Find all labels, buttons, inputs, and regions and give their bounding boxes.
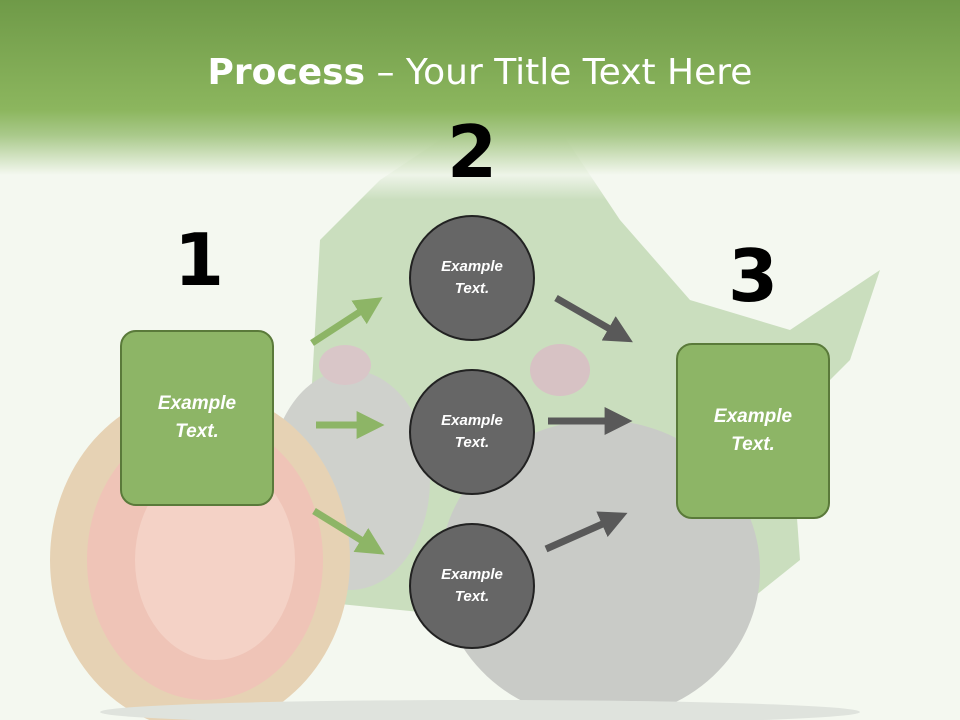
step-1-text: Example Text.	[157, 392, 237, 443]
title-bar	[0, 0, 960, 200]
arrow-icon-top-to-3	[554, 294, 633, 343]
circle-middle-text: Example Text.	[441, 411, 503, 452]
circle-top-text: Example Text.	[441, 257, 503, 298]
title-rest: – Your Title Text Here	[365, 52, 753, 93]
circle-bottom-text: Example Text.	[441, 565, 503, 606]
step-1-box: Example Text.	[120, 330, 274, 506]
step-number-2: 2	[446, 110, 498, 194]
step-number-3: 3	[727, 234, 779, 318]
step-2-circle-bottom: Example Text.	[409, 523, 535, 649]
arrow-icon-bottom-to-3	[544, 511, 628, 553]
step-2-circle-middle: Example Text.	[409, 369, 535, 495]
arrow-icon-1-to-top	[310, 297, 383, 346]
step-number-1: 1	[173, 218, 225, 302]
title-bold: Process	[207, 52, 366, 93]
step-2-circle-top: Example Text.	[409, 215, 535, 341]
step-3-text: Example Text.	[713, 405, 793, 456]
step-3-box: Example Text.	[676, 343, 830, 519]
slide-title: Process – Your Title Text Here	[0, 52, 960, 93]
arrow-icon-1-to-bottom	[312, 508, 385, 555]
